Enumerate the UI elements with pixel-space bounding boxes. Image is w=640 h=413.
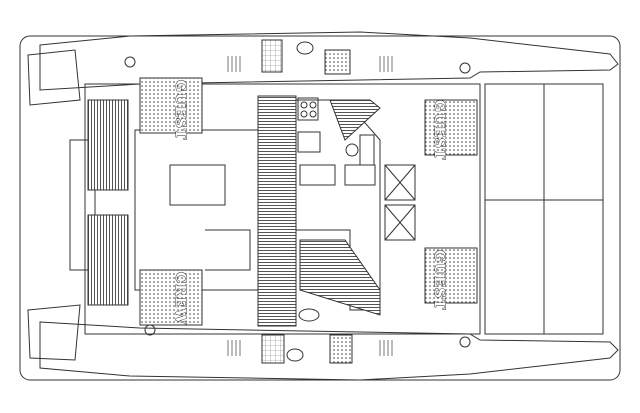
lower-hull-outline xyxy=(39,321,619,381)
hatch-fwd-1 xyxy=(384,164,416,201)
hatch-fwd-2 xyxy=(384,204,416,241)
label-guest-fwd-starboard: GUEST xyxy=(431,250,447,310)
label-guest-aft-port: GUEST xyxy=(172,80,188,140)
galley-stove xyxy=(297,97,319,121)
saloon-table xyxy=(169,164,226,206)
upper-hull-outline xyxy=(39,31,619,91)
toilet-bottom xyxy=(286,348,304,362)
berth-aft-starboard xyxy=(139,269,203,326)
berth-fwd-port xyxy=(424,99,478,156)
cockpit-bench-bottom xyxy=(87,214,129,306)
cockpit-bench-top xyxy=(87,99,129,191)
berth-aft-port xyxy=(139,77,203,134)
galley-sink xyxy=(297,131,321,153)
central-corridor xyxy=(257,95,297,327)
label-guest-fwd-port: GUEST xyxy=(431,100,447,160)
shower-basin xyxy=(298,308,320,322)
bridge-deck xyxy=(84,83,481,335)
hull-outer-frame xyxy=(19,35,621,381)
label-crew-aft-starboard: CREW xyxy=(172,272,188,325)
saloon xyxy=(134,129,261,291)
toilet-top xyxy=(296,41,314,55)
head-basin xyxy=(345,143,359,157)
berth-fwd-starboard xyxy=(424,247,478,304)
